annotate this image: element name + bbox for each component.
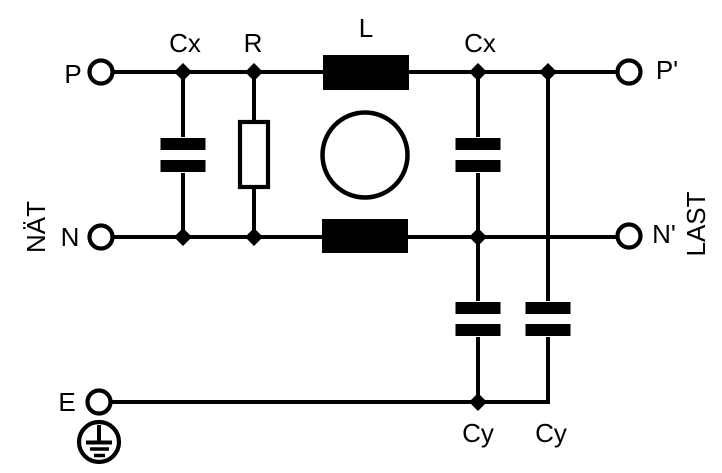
capacitor-plate	[525, 324, 571, 336]
label-terminal-p-in: P	[64, 59, 82, 89]
capacitor-plate	[525, 302, 571, 314]
capacitor-plate	[455, 160, 501, 172]
junction-dot	[245, 228, 263, 246]
choke-winding-top	[323, 55, 409, 90]
label-resistor: R	[243, 28, 263, 58]
terminal-n-in	[87, 223, 115, 251]
terminal-e-in	[85, 388, 113, 416]
choke-winding-bottom	[322, 219, 408, 253]
terminal-p-out	[615, 58, 643, 86]
junction-dot	[245, 63, 263, 81]
junction-dot	[469, 63, 487, 81]
capacitor-cy-right	[525, 301, 571, 337]
terminal-p-in	[87, 58, 115, 86]
label-terminal-e-in: E	[58, 387, 76, 417]
junction-dot	[469, 228, 487, 246]
protective-earth-icon	[76, 419, 122, 465]
label-capacitor-cy-left: Cy	[462, 418, 494, 448]
junction-dot	[469, 393, 487, 411]
label-choke: L	[358, 13, 374, 43]
capacitor-plate	[455, 138, 501, 150]
label-terminal-n-out: N'	[652, 219, 676, 249]
capacitor-plate	[455, 324, 501, 336]
choke-inductor	[320, 55, 410, 253]
capacitor-plate	[160, 160, 206, 172]
capacitor-cy-left	[455, 301, 501, 337]
label-terminal-p-out: P'	[655, 55, 679, 85]
capacitor-cx-output	[455, 137, 501, 173]
label-capacitor-cx-output: Cx	[464, 28, 496, 58]
label-load-side: LAST	[681, 191, 711, 257]
label-capacitor-cx-input: Cx	[169, 28, 201, 58]
capacitor-plate	[455, 302, 501, 314]
label-capacitor-cy-right: Cy	[535, 418, 567, 448]
capacitor-cx-input	[160, 137, 206, 173]
label-terminal-n-in: N	[60, 222, 80, 252]
label-mains-side: NÄT	[21, 201, 51, 253]
resistor-body	[237, 119, 271, 190]
choke-core-circle	[320, 110, 410, 200]
junction-dot	[174, 228, 192, 246]
junction-dot	[539, 63, 557, 81]
junction-dot	[174, 63, 192, 81]
earth-circle	[76, 419, 122, 465]
capacitor-plate	[160, 138, 206, 150]
terminal-n-out	[615, 222, 643, 250]
